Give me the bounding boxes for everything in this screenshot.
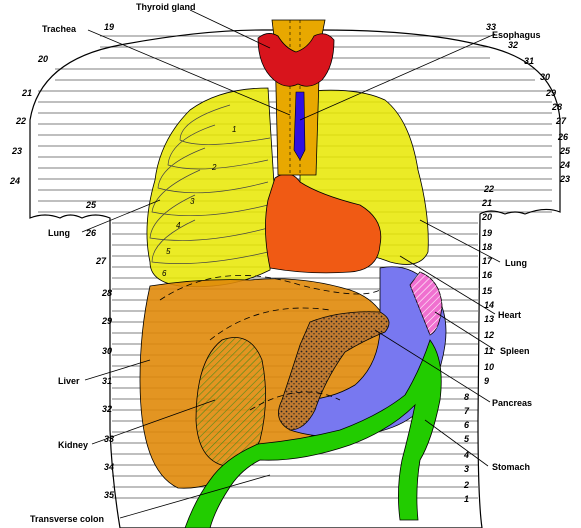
right-level-number: 16 — [482, 270, 493, 280]
stomach-label: Stomach — [492, 462, 530, 472]
lung-right-label: Lung — [505, 258, 527, 268]
liver-label: Liver — [58, 376, 80, 386]
left-level-number: 32 — [102, 404, 112, 414]
left-level-number: 21 — [21, 88, 32, 98]
left-level-number: 26 — [85, 228, 97, 238]
left-level-number: 31 — [102, 376, 112, 386]
left-level-number: 19 — [104, 22, 114, 32]
transverse-colon-label: Transverse colon — [30, 514, 104, 524]
left-level-number: 22 — [15, 116, 26, 126]
pancreas-label: Pancreas — [492, 398, 532, 408]
lung-rib-number: 6 — [162, 269, 167, 278]
left-level-number: 35 — [104, 490, 115, 500]
right-level-number: 19 — [482, 228, 492, 238]
right-level-number: 25 — [559, 146, 571, 156]
lung-rib-number: 1 — [232, 125, 236, 134]
right-level-number: 32 — [508, 40, 518, 50]
right-level-number: 21 — [481, 198, 492, 208]
right-level-number: 2 — [463, 480, 469, 490]
right-level-number: 29 — [545, 88, 556, 98]
lung-rib-number: 5 — [166, 247, 171, 256]
left-level-number: 25 — [85, 200, 97, 210]
right-level-number: 23 — [559, 174, 570, 184]
right-level-number: 8 — [464, 392, 469, 402]
spleen-label: Spleen — [500, 346, 530, 356]
right-level-number: 27 — [555, 116, 567, 126]
lung-rib-number: 2 — [211, 163, 217, 172]
right-level-number: 3 — [464, 464, 469, 474]
left-level-number: 34 — [104, 462, 114, 472]
right-level-number: 12 — [484, 330, 494, 340]
lung-rib-number: 4 — [176, 221, 181, 230]
thyroid-gland-label: Thyroid gland — [136, 2, 196, 12]
right-level-number: 1 — [464, 494, 469, 504]
right-level-number: 24 — [559, 160, 570, 170]
left-level-number: 30 — [102, 346, 112, 356]
left-level-number: 20 — [37, 54, 48, 64]
trachea-label: Trachea — [42, 24, 77, 34]
right-level-number: 31 — [524, 56, 534, 66]
left-level-number: 27 — [95, 256, 107, 266]
left-level-number: 28 — [101, 288, 112, 298]
kidney-label: Kidney — [58, 440, 88, 450]
heart-label: Heart — [498, 310, 521, 320]
right-level-number: 33 — [486, 22, 496, 32]
right-level-number: 26 — [557, 132, 569, 142]
right-level-number: 14 — [484, 300, 494, 310]
left-level-number: 33 — [104, 434, 114, 444]
right-level-number: 28 — [551, 102, 562, 112]
right-level-number: 18 — [482, 242, 492, 252]
left-level-number: 24 — [9, 176, 20, 186]
right-level-number: 22 — [483, 184, 494, 194]
esophagus-label: Esophagus — [492, 30, 541, 40]
right-level-number: 10 — [484, 362, 494, 372]
lung-left-label: Lung — [48, 228, 70, 238]
right-level-number: 20 — [481, 212, 492, 222]
esophagus — [294, 92, 305, 160]
right-level-number: 15 — [482, 286, 493, 296]
right-level-number: 13 — [484, 314, 494, 324]
left-level-number: 23 — [11, 146, 22, 156]
right-level-number: 17 — [482, 256, 493, 266]
right-level-number: 30 — [540, 72, 550, 82]
right-level-number: 9 — [484, 376, 489, 386]
left-level-number: 29 — [101, 316, 112, 326]
lung-rib-number: 3 — [190, 197, 195, 206]
right-level-number: 4 — [463, 450, 469, 460]
right-level-number: 11 — [484, 346, 493, 356]
